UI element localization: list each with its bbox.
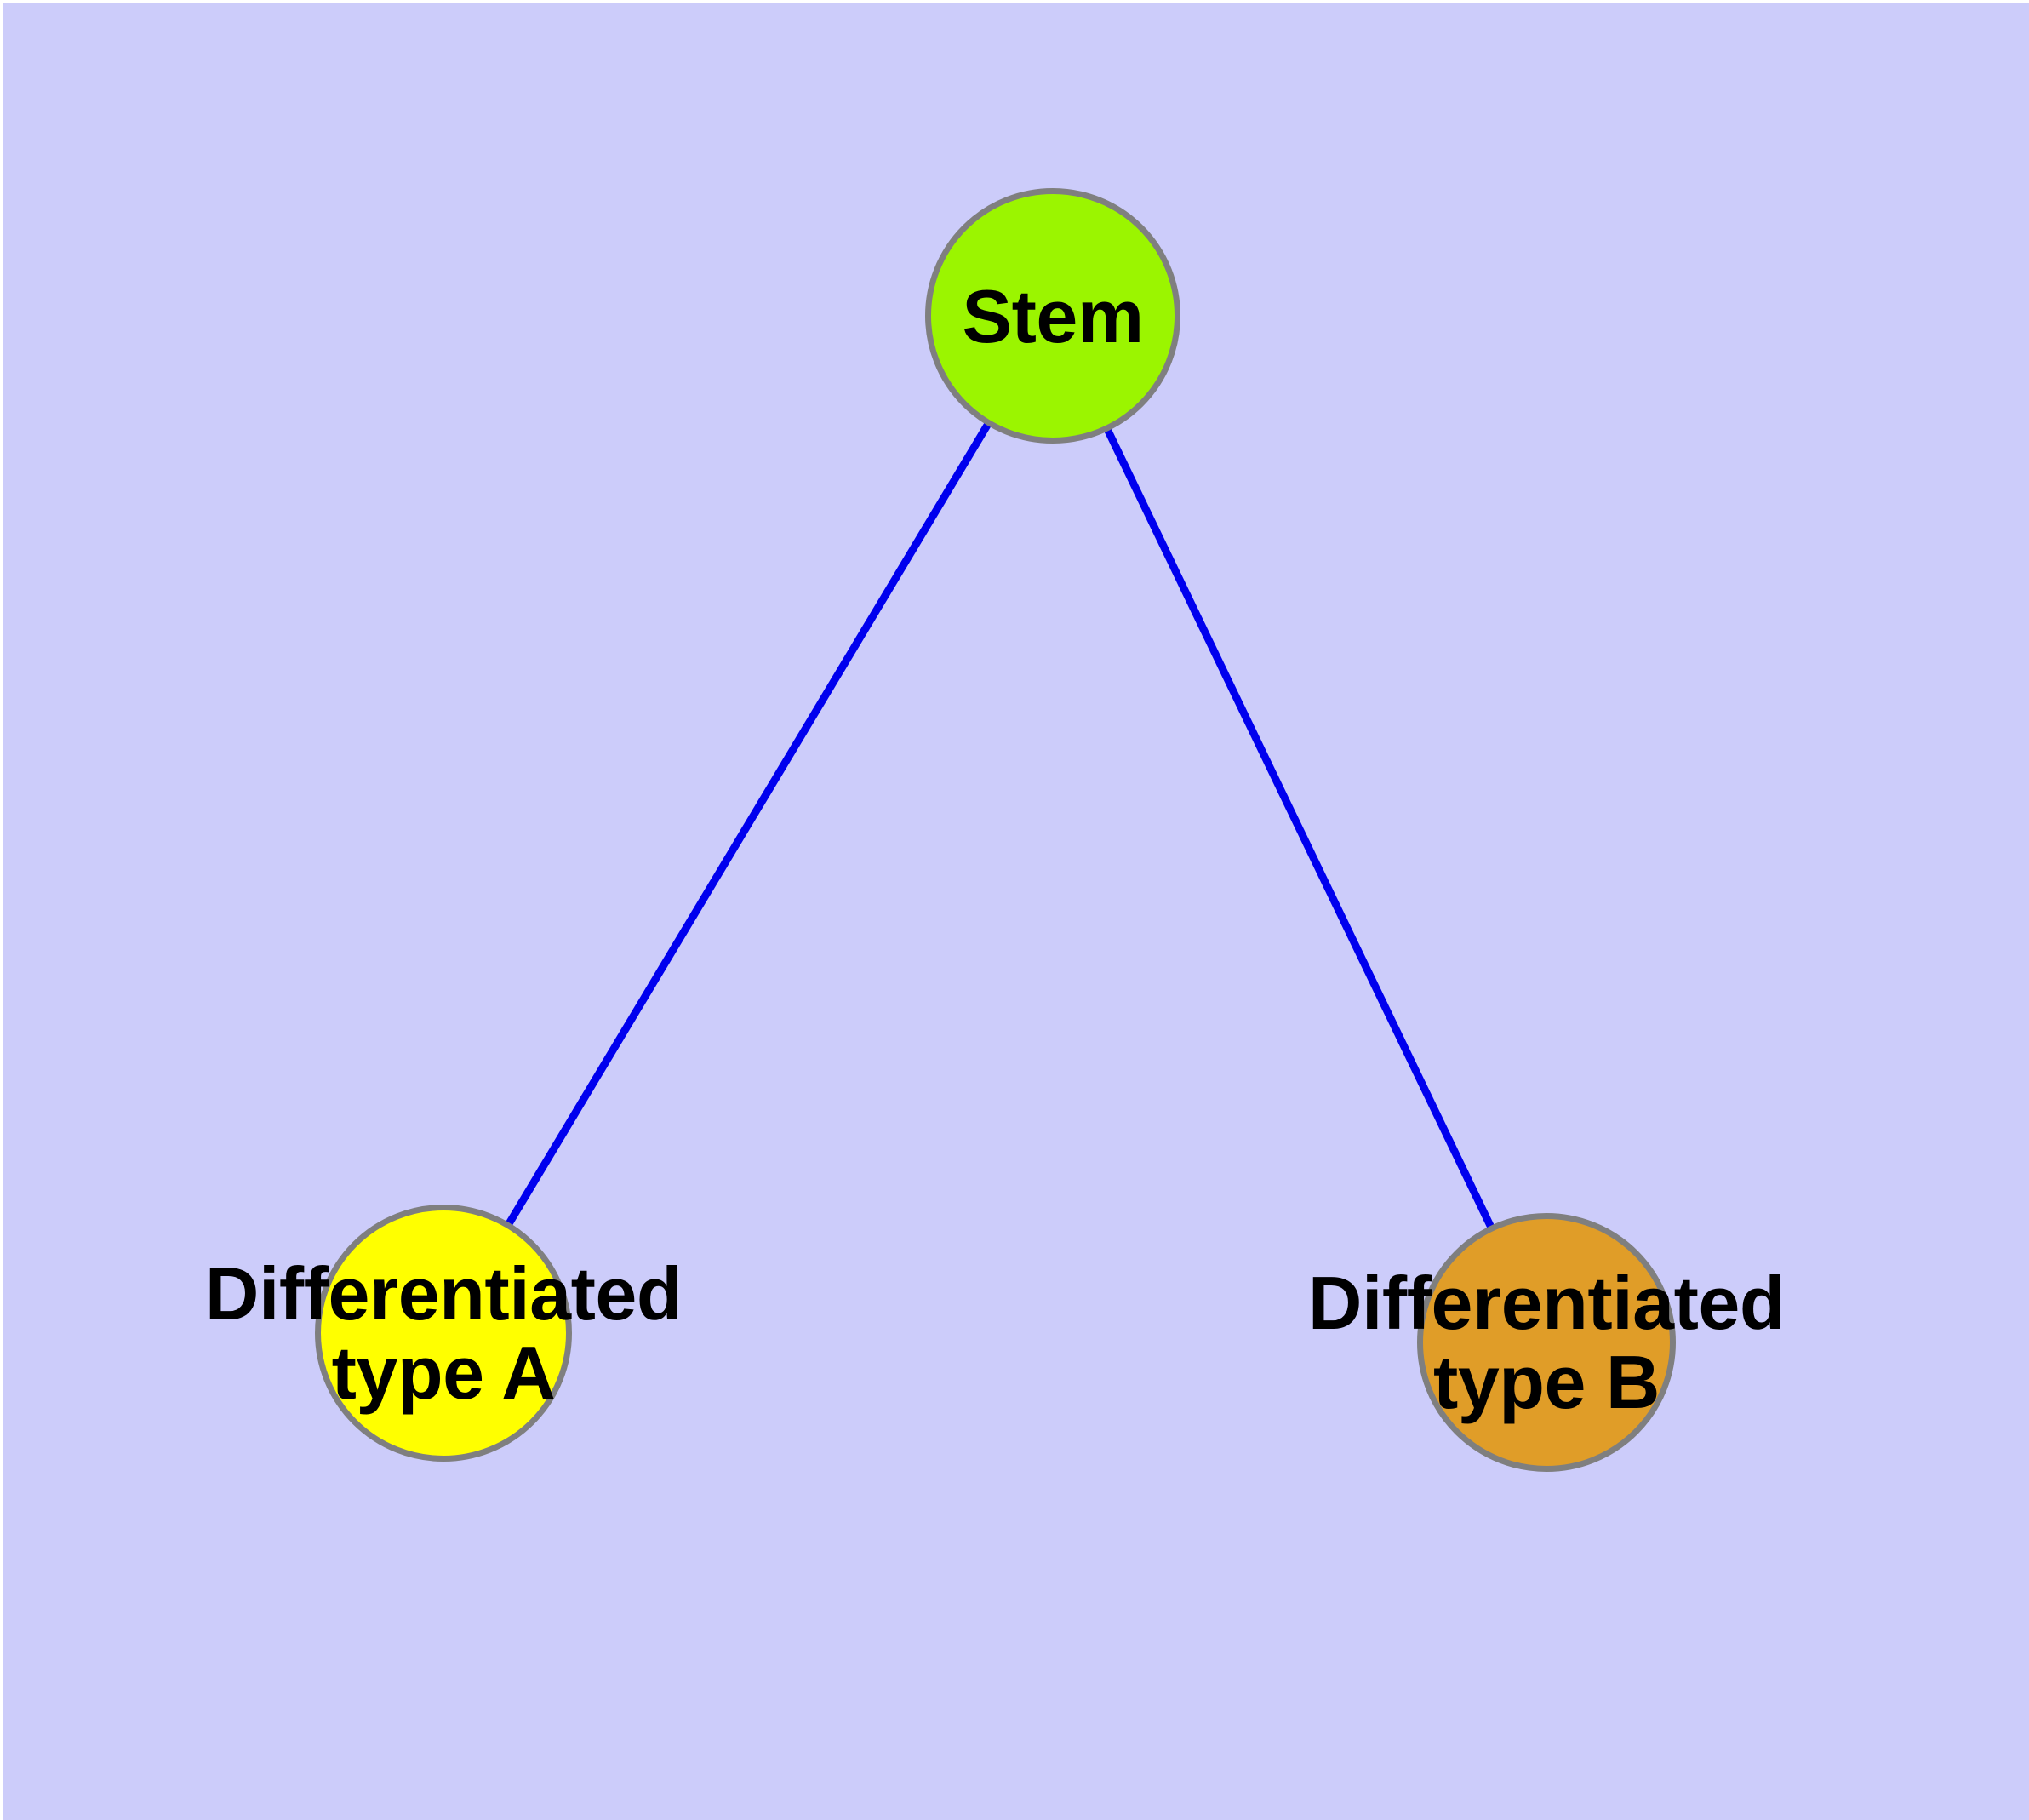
edge-stem-to-differentiated-type-a[interactable] (440, 313, 1056, 1336)
edge-layer (440, 313, 1551, 1344)
node-differentiated-type-b[interactable] (1417, 1213, 1676, 1472)
edge-stem-to-differentiated-type-b[interactable] (1049, 314, 1551, 1344)
diagram-canvas: Stem Differentiated type A Differentiate… (3, 3, 2029, 1820)
node-stem[interactable] (925, 188, 1180, 444)
node-differentiated-type-a[interactable] (315, 1205, 572, 1462)
